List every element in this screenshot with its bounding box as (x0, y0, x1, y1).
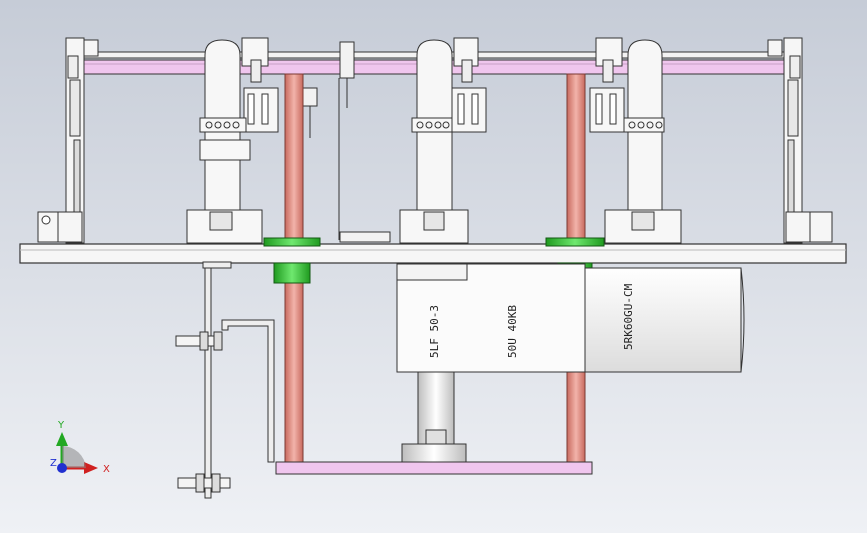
motor-body (584, 267, 742, 373)
output-hub (401, 443, 467, 463)
gearbox-label-right: 50U 40KB (506, 305, 519, 358)
motor-model-label: 5RK60GU-CM (622, 283, 635, 350)
carriage-right (589, 37, 682, 244)
carriage-center (399, 37, 487, 244)
sensor-bracket (175, 261, 275, 499)
gearbox-label-left: 5LF 50-3 (428, 305, 441, 358)
coordinate-triad: X Y Z (50, 420, 110, 475)
triad-rotation-arc-icon (62, 445, 86, 468)
gear-motor (396, 263, 745, 463)
x-axis-label: X (103, 464, 110, 475)
z-axis-label: Z (50, 458, 57, 469)
x-axis-arrow-icon (84, 462, 98, 474)
base-plate (19, 243, 847, 264)
probe-assembly (302, 41, 391, 243)
y-axis-label: Y (57, 420, 65, 431)
gearbox-body (396, 263, 586, 373)
bottom-plate (275, 461, 593, 475)
spring-pins (67, 55, 801, 83)
y-axis-arrow-icon (56, 432, 68, 446)
z-axis-dot-icon (57, 463, 67, 473)
carriage-left (186, 37, 279, 244)
